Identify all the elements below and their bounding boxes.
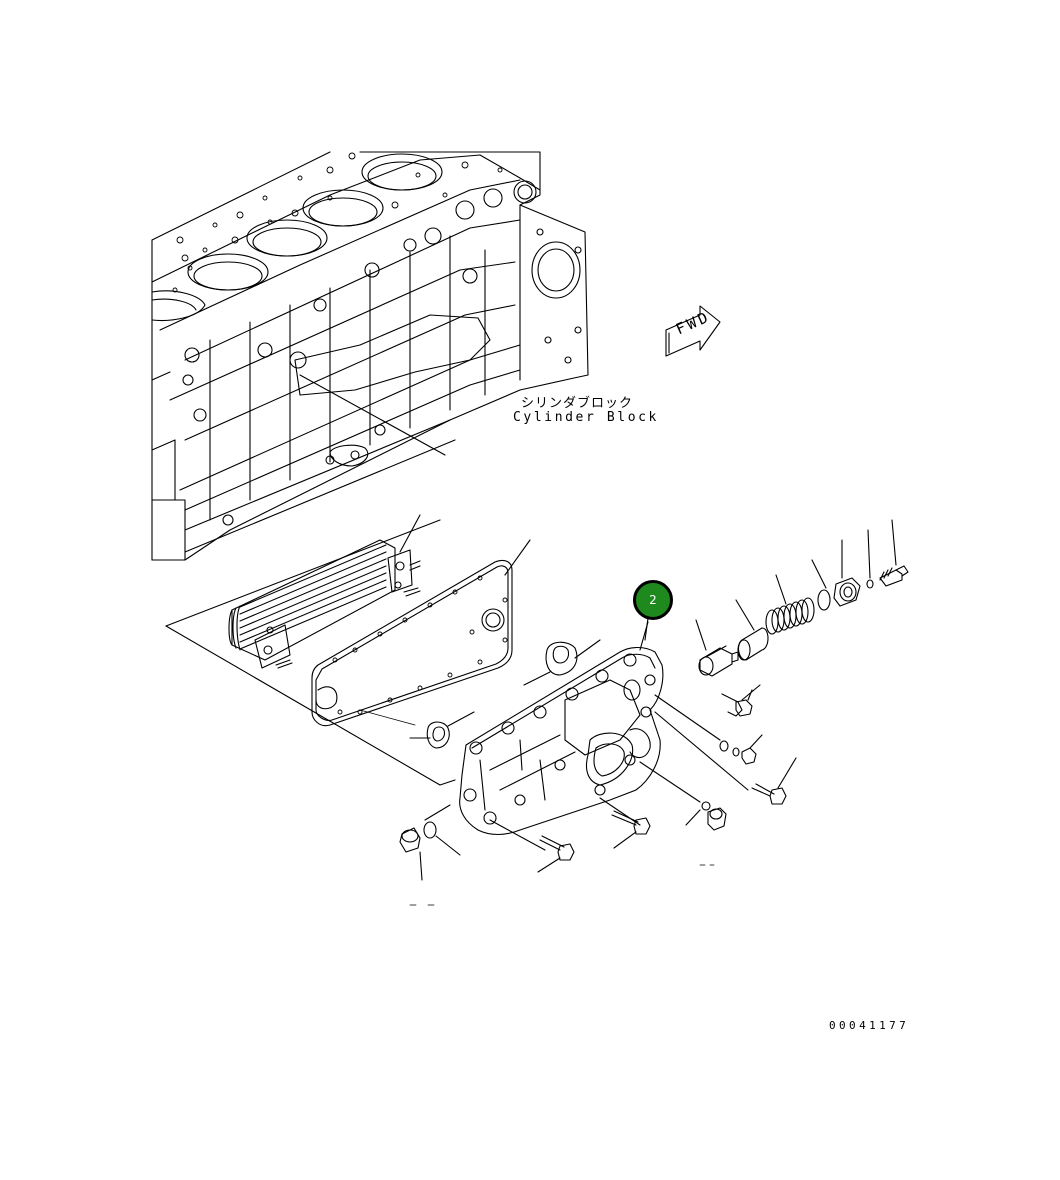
bolts-and-plugs [399,684,797,906]
cooler-gasket [311,539,531,727]
thermostat-parts [695,519,909,677]
small-gaskets [409,639,601,749]
assembly-lines [165,519,456,786]
cylinder-block-label-en: Cylinder Block [513,410,659,425]
drawing-number: 00041177 [829,1019,910,1032]
cooler-cover [424,621,749,851]
oil-cooler-core [228,514,421,669]
part-callout-2[interactable]: 2 [633,580,673,620]
fwd-arrow [665,305,721,357]
cylinder-block-label-jp: シリンダブロック [521,396,634,411]
callout-leader [644,617,649,641]
cylinder-block [151,151,589,561]
